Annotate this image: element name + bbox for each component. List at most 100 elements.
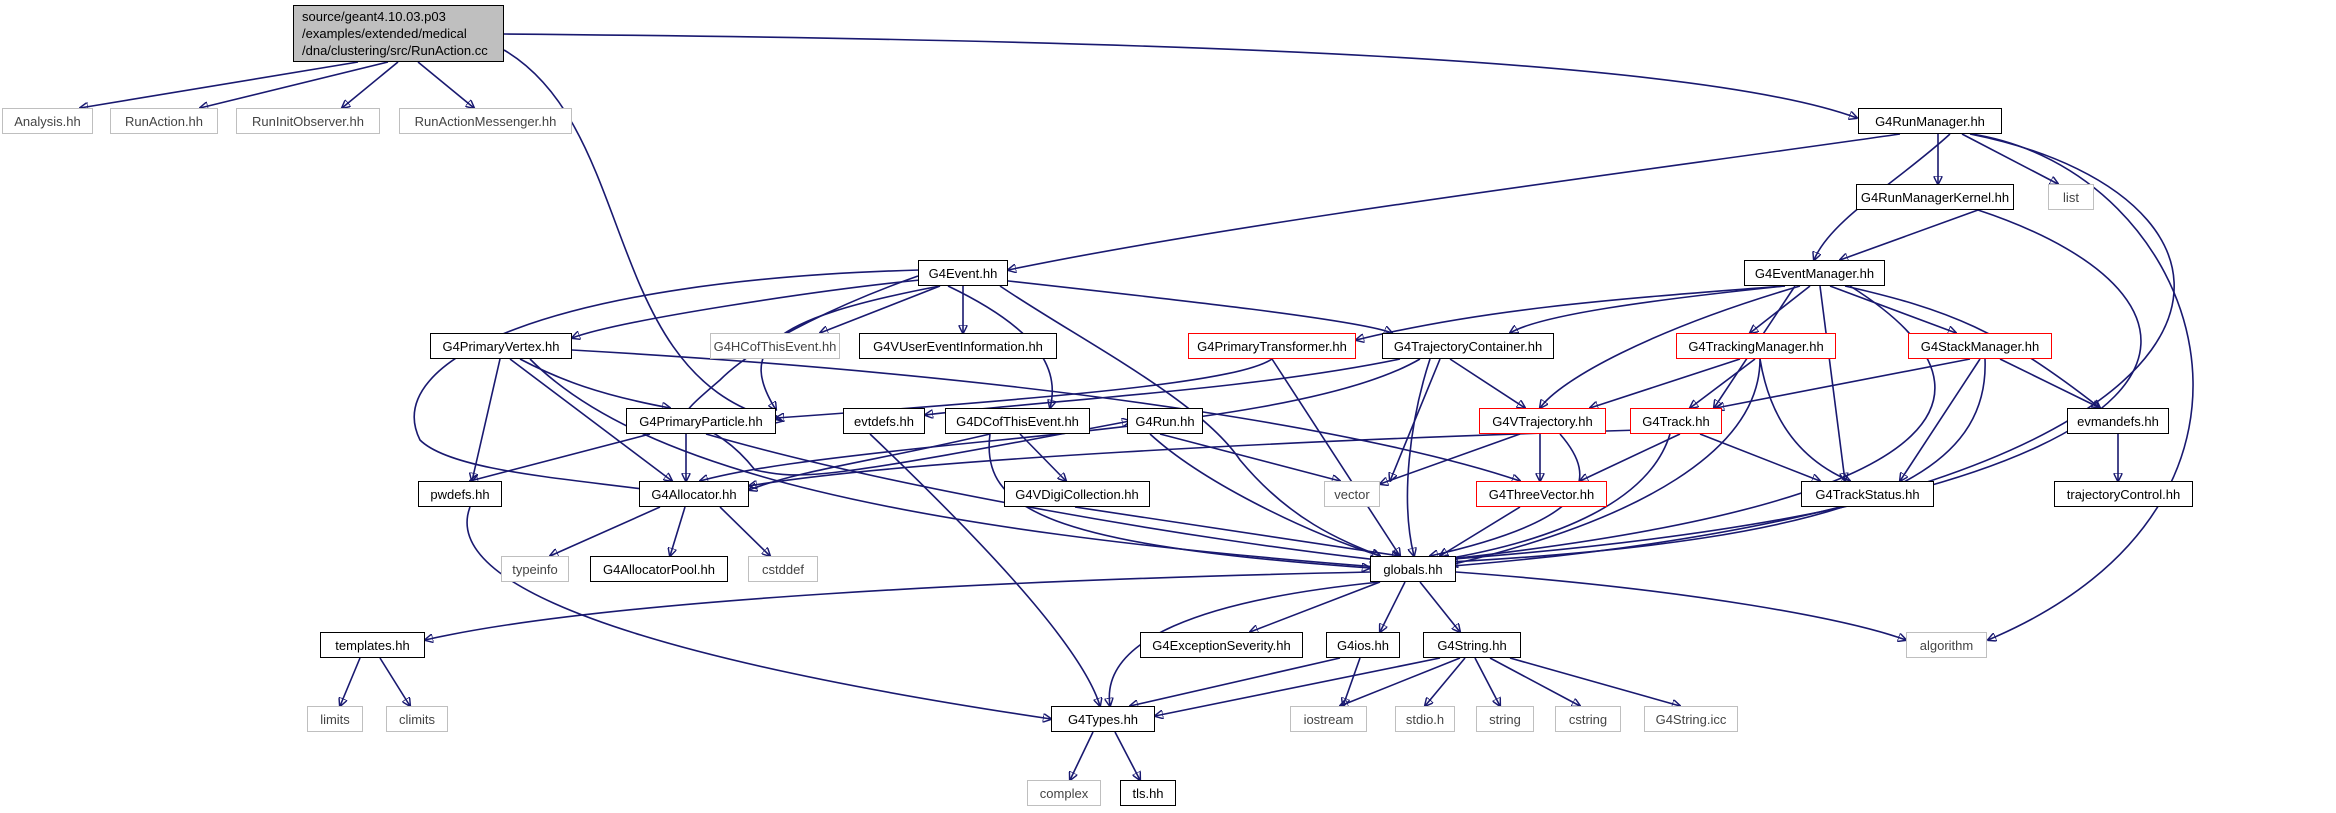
node-g4trackingmanager[interactable]: G4TrackingManager.hh bbox=[1676, 333, 1836, 359]
node-g4stackmanager[interactable]: G4StackManager.hh bbox=[1908, 333, 2052, 359]
dependency-edge bbox=[413, 269, 921, 490]
dependency-edge bbox=[670, 506, 686, 556]
node-g4stringicc: G4String.icc bbox=[1644, 706, 1738, 732]
node-g4threevector[interactable]: G4ThreeVector.hh bbox=[1476, 481, 1607, 507]
node-g4primaryparticle[interactable]: G4PrimaryParticle.hh bbox=[626, 408, 776, 434]
node-cstddef: cstddef bbox=[748, 556, 818, 582]
node-g4eventmanager[interactable]: G4EventManager.hh bbox=[1744, 260, 1885, 286]
node-algorithm: algorithm bbox=[1906, 632, 1987, 658]
node-list: list bbox=[2048, 184, 2094, 210]
node-g4runmanager[interactable]: G4RunManager.hh bbox=[1858, 108, 2002, 134]
dependency-edge bbox=[999, 279, 1392, 333]
dependency-edge bbox=[1440, 133, 2175, 567]
root-path-line-3: /dna/clustering/src/RunAction.cc bbox=[302, 43, 488, 58]
dependency-edge bbox=[417, 61, 474, 108]
dependency-edge bbox=[466, 506, 1051, 719]
dependency-edge bbox=[1340, 657, 1461, 706]
dependency-edge bbox=[472, 358, 501, 481]
node-evmandefs[interactable]: evmandefs.hh bbox=[2067, 408, 2169, 434]
dependency-edge bbox=[1419, 581, 1460, 632]
node-g4vtrajectory[interactable]: G4VTrajectory.hh bbox=[1479, 408, 1606, 434]
dependency-edge bbox=[869, 433, 1100, 706]
node-g4ios[interactable]: G4ios.hh bbox=[1326, 632, 1400, 658]
node-g4hcofthisevent: G4HCofThisEvent.hh bbox=[710, 333, 840, 359]
dependency-edge bbox=[999, 285, 1380, 556]
node-climits: climits bbox=[386, 706, 448, 732]
node-g4vdigicollection[interactable]: G4VDigiCollection.hh bbox=[1004, 481, 1150, 507]
node-g4trajectorycontainer[interactable]: G4TrajectoryContainer.hh bbox=[1382, 333, 1554, 359]
dependency-edge bbox=[1580, 433, 1681, 481]
dependency-edge bbox=[1819, 285, 1845, 481]
node-g4allocatorpool[interactable]: G4AllocatorPool.hh bbox=[590, 556, 728, 582]
node-evtdefs[interactable]: evtdefs.hh bbox=[843, 408, 925, 434]
node-runactionmessenger: RunActionMessenger.hh bbox=[399, 108, 572, 134]
node-runaction: RunAction.hh bbox=[110, 108, 218, 134]
dependency-edge bbox=[820, 285, 941, 333]
node-g4run[interactable]: G4Run.hh bbox=[1127, 408, 1203, 434]
dependency-edge bbox=[1425, 657, 1466, 706]
dependency-edge bbox=[1455, 571, 1906, 640]
dependency-edge bbox=[1829, 285, 1956, 333]
node-pwdefs[interactable]: pwdefs.hh bbox=[418, 481, 502, 507]
node-g4vusereventinformation[interactable]: G4VUserEventInformation.hh bbox=[859, 333, 1057, 359]
dependency-edge bbox=[1489, 657, 1580, 706]
node-runinitobserver: RunInitObserver.hh bbox=[236, 108, 380, 134]
node-g4dcofthisevent[interactable]: G4DCofThisEvent.hh bbox=[945, 408, 1090, 434]
dependency-edge bbox=[988, 433, 1370, 568]
dependency-edge bbox=[705, 433, 1378, 560]
dependency-edge bbox=[1450, 358, 1761, 565]
node-stdio: stdio.h bbox=[1395, 706, 1455, 732]
node-g4primarytransformer[interactable]: G4PrimaryTransformer.hh bbox=[1188, 333, 1356, 359]
node-g4string[interactable]: G4String.hh bbox=[1423, 632, 1521, 658]
dependency-edge bbox=[550, 506, 661, 556]
dependency-edge bbox=[1070, 731, 1094, 780]
dependency-edge bbox=[1406, 358, 1431, 556]
dependency-edge bbox=[1449, 358, 1525, 408]
root-path-line-2: /examples/extended/medical bbox=[302, 26, 467, 41]
dependency-edge bbox=[719, 506, 770, 556]
dependency-edge bbox=[1999, 358, 2100, 408]
dependency-edge bbox=[1109, 581, 1381, 706]
dependency-edge bbox=[80, 61, 359, 108]
dependency-edge bbox=[1690, 358, 1756, 408]
dependency-edge bbox=[1271, 358, 1400, 556]
dependency-edge bbox=[572, 279, 921, 338]
dependency-edge bbox=[470, 433, 651, 481]
dependency-edge bbox=[1440, 433, 1671, 560]
dependency-edge bbox=[1971, 133, 2194, 640]
node-g4runmanagerkernel[interactable]: G4RunManagerKernel.hh bbox=[1856, 184, 2014, 210]
node-tls[interactable]: tls.hh bbox=[1120, 780, 1176, 806]
dependency-edge bbox=[1450, 358, 1986, 562]
node-g4track[interactable]: G4Track.hh bbox=[1630, 408, 1722, 434]
dependency-edge bbox=[1155, 657, 1441, 716]
dependency-edge bbox=[1343, 657, 1361, 706]
dependency-edge bbox=[1159, 433, 1340, 481]
node-g4exceptionseverity[interactable]: G4ExceptionSeverity.hh bbox=[1140, 632, 1303, 658]
node-globals[interactable]: globals.hh bbox=[1370, 556, 1456, 582]
dependency-edge bbox=[1900, 358, 1981, 481]
node-g4primaryvertex[interactable]: G4PrimaryVertex.hh bbox=[430, 333, 572, 359]
dependency-edge bbox=[1149, 433, 1380, 556]
node-templates[interactable]: templates.hh bbox=[320, 632, 425, 658]
dependency-edge bbox=[1380, 433, 1521, 484]
dependency-edge bbox=[1510, 285, 1786, 333]
node-trajectorycontrol[interactable]: trajectoryControl.hh bbox=[2054, 481, 2193, 507]
dependency-edge bbox=[200, 61, 389, 108]
node-g4types[interactable]: G4Types.hh bbox=[1051, 706, 1155, 732]
dependency-edge bbox=[1114, 731, 1140, 780]
node-limits: limits bbox=[307, 706, 363, 732]
node-string: string bbox=[1476, 706, 1534, 732]
dependency-edge bbox=[1699, 433, 1820, 481]
root-file-node: source/geant4.10.03.p03 /examples/extend… bbox=[293, 5, 504, 62]
node-g4event[interactable]: G4Event.hh bbox=[918, 260, 1008, 286]
dependency-edge bbox=[1750, 285, 1811, 333]
dependency-edge bbox=[1250, 581, 1381, 632]
dependency-edge bbox=[749, 433, 991, 490]
dependency-edge bbox=[1840, 209, 1979, 260]
dependency-edge bbox=[1440, 209, 2142, 560]
dependency-edge bbox=[749, 429, 1641, 486]
node-g4trackstatus[interactable]: G4TrackStatus.hh bbox=[1801, 481, 1934, 507]
node-cstring: cstring bbox=[1555, 706, 1621, 732]
node-g4allocator[interactable]: G4Allocator.hh bbox=[639, 481, 749, 507]
